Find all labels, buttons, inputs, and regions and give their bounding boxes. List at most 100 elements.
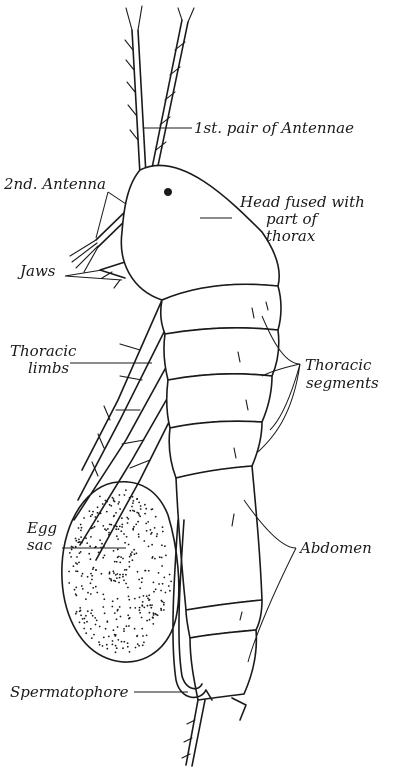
egg-dot xyxy=(105,628,107,630)
egg-dot xyxy=(117,503,119,505)
egg-dot xyxy=(127,522,129,524)
egg-dot xyxy=(133,549,135,551)
egg-dot xyxy=(161,565,163,567)
egg-dot xyxy=(90,573,92,575)
egg-dot xyxy=(150,529,152,531)
egg-dot xyxy=(132,529,134,531)
egg-dot xyxy=(95,569,97,571)
egg-dot xyxy=(160,608,162,610)
egg-dot xyxy=(137,571,139,573)
egg-dot xyxy=(124,494,126,496)
egg-dot xyxy=(87,576,89,578)
egg-dot xyxy=(154,558,156,560)
egg-dot xyxy=(68,571,70,573)
egg-dot xyxy=(115,651,117,653)
egg-dot xyxy=(139,516,141,518)
egg-dot xyxy=(113,498,115,500)
egg-dot xyxy=(90,536,92,538)
egg-dot xyxy=(151,544,153,546)
egg-dot xyxy=(168,585,170,587)
egg-dot xyxy=(132,510,134,512)
egg-dot xyxy=(82,588,84,590)
egg-dot xyxy=(143,607,145,609)
egg-dot xyxy=(118,582,120,584)
egg-dot xyxy=(90,558,92,560)
egg-dot xyxy=(116,561,118,563)
egg-dot xyxy=(129,510,131,512)
egg-dot xyxy=(155,516,157,518)
egg-dot xyxy=(103,598,105,600)
egg-dot xyxy=(106,644,108,646)
egg-dot xyxy=(75,540,77,542)
egg-dot xyxy=(91,609,93,611)
egg-dot xyxy=(135,524,137,526)
egg-dot xyxy=(138,502,140,504)
egg-dot xyxy=(153,612,155,614)
egg-dot xyxy=(113,629,115,631)
egg-dot xyxy=(107,528,109,530)
egg-dot xyxy=(115,528,117,530)
egg-dot xyxy=(137,643,139,645)
egg-dot xyxy=(165,592,167,594)
label-first-antennae: 1st. pair of Antennae xyxy=(194,119,354,137)
label-second-antenna: 2nd. Antenna xyxy=(3,175,106,193)
egg-dot xyxy=(141,577,143,579)
egg-dot xyxy=(76,611,78,613)
egg-dot xyxy=(112,570,114,572)
egg-dot xyxy=(96,620,98,622)
egg-dot xyxy=(80,614,82,616)
egg-dot xyxy=(162,526,164,528)
egg-dot xyxy=(152,623,154,625)
egg-dot xyxy=(79,622,81,624)
egg-dot xyxy=(133,526,135,528)
egg-dot xyxy=(110,505,112,507)
egg-dot xyxy=(80,536,82,538)
egg-dot xyxy=(115,634,117,636)
egg-dot xyxy=(123,533,125,535)
egg-dot xyxy=(74,589,76,591)
egg-dot xyxy=(141,628,143,630)
label-spermatophore: Spermatophore xyxy=(10,683,129,701)
egg-dot xyxy=(123,628,125,630)
egg-dot xyxy=(106,511,108,513)
egg-dot xyxy=(139,612,141,614)
egg-dot xyxy=(97,520,99,522)
egg-dot xyxy=(95,624,97,626)
egg-dot xyxy=(108,532,110,534)
egg-dot xyxy=(134,628,136,630)
egg-dot xyxy=(110,580,112,582)
egg-dot xyxy=(92,587,94,589)
egg-dot xyxy=(147,521,149,523)
egg-dot xyxy=(122,558,124,560)
egg-dot xyxy=(153,582,155,584)
egg-dot xyxy=(161,544,163,546)
egg-dot xyxy=(75,613,77,615)
egg-dot xyxy=(133,500,135,502)
egg-dot xyxy=(70,556,72,558)
egg-dot xyxy=(153,614,155,616)
egg-dot xyxy=(104,612,106,614)
egg-dot xyxy=(118,528,120,530)
egg-dot xyxy=(89,545,91,547)
egg-dot xyxy=(136,552,138,554)
label-jaws: Jaws xyxy=(17,262,56,280)
egg-dot xyxy=(115,512,117,514)
egg-dot xyxy=(116,573,118,575)
egg-dot xyxy=(91,637,93,639)
egg-dot xyxy=(153,591,155,593)
egg-dot xyxy=(139,607,141,609)
egg-dot xyxy=(105,529,107,531)
egg-dot xyxy=(123,630,125,632)
egg-dot xyxy=(154,527,156,529)
egg-dot xyxy=(128,596,130,598)
egg-dot xyxy=(163,577,165,579)
egg-dot xyxy=(109,578,111,580)
egg-dot xyxy=(147,605,149,607)
egg-dot xyxy=(143,540,145,542)
egg-dot xyxy=(117,538,119,540)
egg-dot xyxy=(71,549,73,551)
egg-dot xyxy=(83,628,85,630)
label-limbs-line2: limbs xyxy=(28,359,69,377)
egg-dot xyxy=(94,617,96,619)
egg-dot xyxy=(84,622,86,624)
